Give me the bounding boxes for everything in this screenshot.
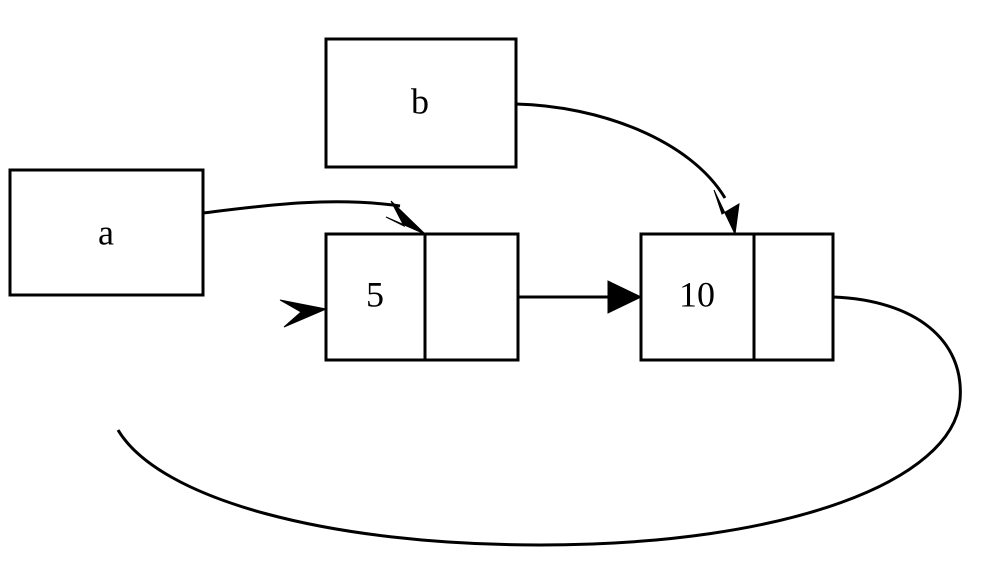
list-node-5-box — [324, 232, 520, 362]
edge-b-to-node10-line — [515, 102, 727, 199]
list-node-5-value-label: 5 — [366, 274, 384, 314]
list-node-5[interactable]: 5 — [324, 232, 520, 362]
edge-a-to-node5[interactable] — [202, 200, 426, 235]
pointer-node-b[interactable]: b — [324, 37, 518, 169]
list-node-10[interactable]: 10 — [639, 232, 835, 362]
pointer-node-a-label: a — [98, 212, 114, 252]
list-node-10-value-label: 10 — [679, 274, 715, 314]
pointer-node-a[interactable]: a — [8, 168, 205, 297]
edge-b-to-node10-arrowhead — [713, 189, 740, 236]
edge-node10-to-node5-loop-arrowhead — [279, 299, 328, 328]
edge-a-to-node5-arrowhead — [385, 200, 426, 235]
list-node-10-box — [639, 232, 835, 362]
edge-node10-to-node5-loop[interactable] — [116, 295, 962, 547]
pointer-node-a-box — [8, 168, 205, 297]
edge-node10-to-node5-loop-line — [116, 295, 962, 547]
edge-a-to-node5-line — [202, 200, 401, 215]
edge-node5-to-node10-arrowhead — [607, 280, 643, 314]
edge-b-to-node10[interactable] — [515, 102, 740, 236]
pointer-node-b-label: b — [411, 81, 429, 121]
pointer-node-b-box — [324, 37, 518, 169]
edge-node5-to-node10[interactable] — [518, 280, 643, 314]
